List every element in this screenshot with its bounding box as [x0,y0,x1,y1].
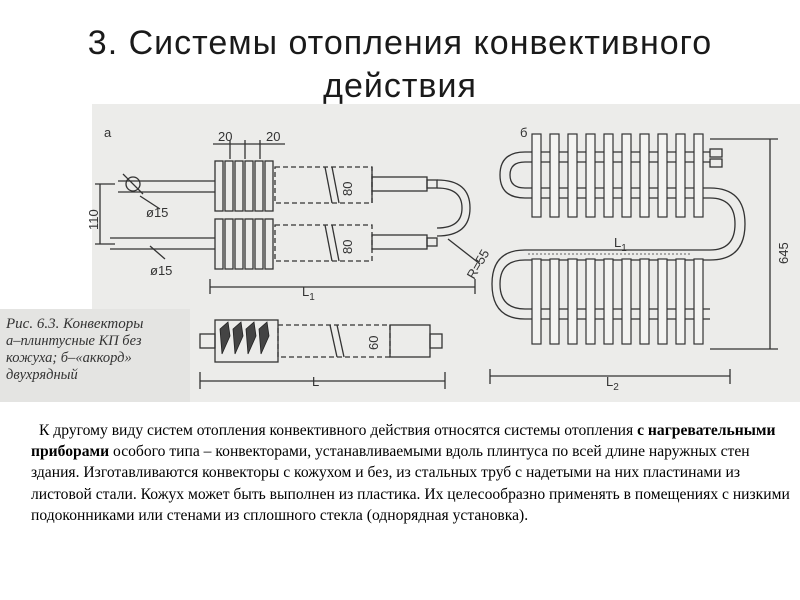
body-paragraph: К другому виду систем отопления конвекти… [31,420,791,526]
caption-line-2: а–плинтусные КП без [6,333,142,349]
dim-645: 645 [776,242,791,264]
dim-phi15-bottom: ø15 [150,263,172,278]
dim-20-right: 20 [266,129,280,144]
dim-110: 110 [86,209,101,230]
caption-line-3: кожуха; б–«аккорд» [6,350,132,366]
dim-20-left: 20 [218,129,232,144]
dim-l2-b: L2 [606,374,619,393]
dim-l1-b: L1 [614,235,627,254]
dim-phi15-top: ø15 [146,205,168,220]
caption-background [0,309,190,402]
body-text-part-1: К другому виду систем отопления конвекти… [39,422,638,439]
dim-l-a: L [312,374,319,389]
dim-l1-a: L1 [302,284,315,303]
body-text-part-2: особого типа – конвекторами, устанавлива… [31,443,790,524]
dim-60: 60 [366,336,381,350]
title-line-2: действия [323,67,477,105]
figure-caption: Рис. 6.3. Конвекторы а–плинтусные КП без… [6,316,192,384]
body-text-bold: с нагревательными приборами [31,422,776,461]
dim-80-bottom: 80 [340,240,355,254]
convector-figure: а б 20 20 110 ø15 ø15 80 80 R=55 L1 60 L… [0,104,800,402]
label-panel-b: б [520,125,527,140]
dim-radius: R=55 [464,247,493,282]
convector-drawing: а б 20 20 110 ø15 ø15 80 80 R=55 L1 60 L… [86,125,791,393]
dim-80-top: 80 [340,182,355,196]
slide-title: 3. Системы отопления конвективного дейст… [0,22,800,108]
cased-fins [219,321,270,355]
caption-line-4: двухрядный [6,367,78,383]
top-fins [214,160,274,212]
bottom-fins [214,218,274,270]
panel-b-fins [531,133,704,345]
caption-line-1: Рис. 6.3. Конвекторы [6,316,144,332]
label-panel-a: а [104,125,112,140]
title-line-1: 3. Системы отопления конвективного [87,24,713,62]
